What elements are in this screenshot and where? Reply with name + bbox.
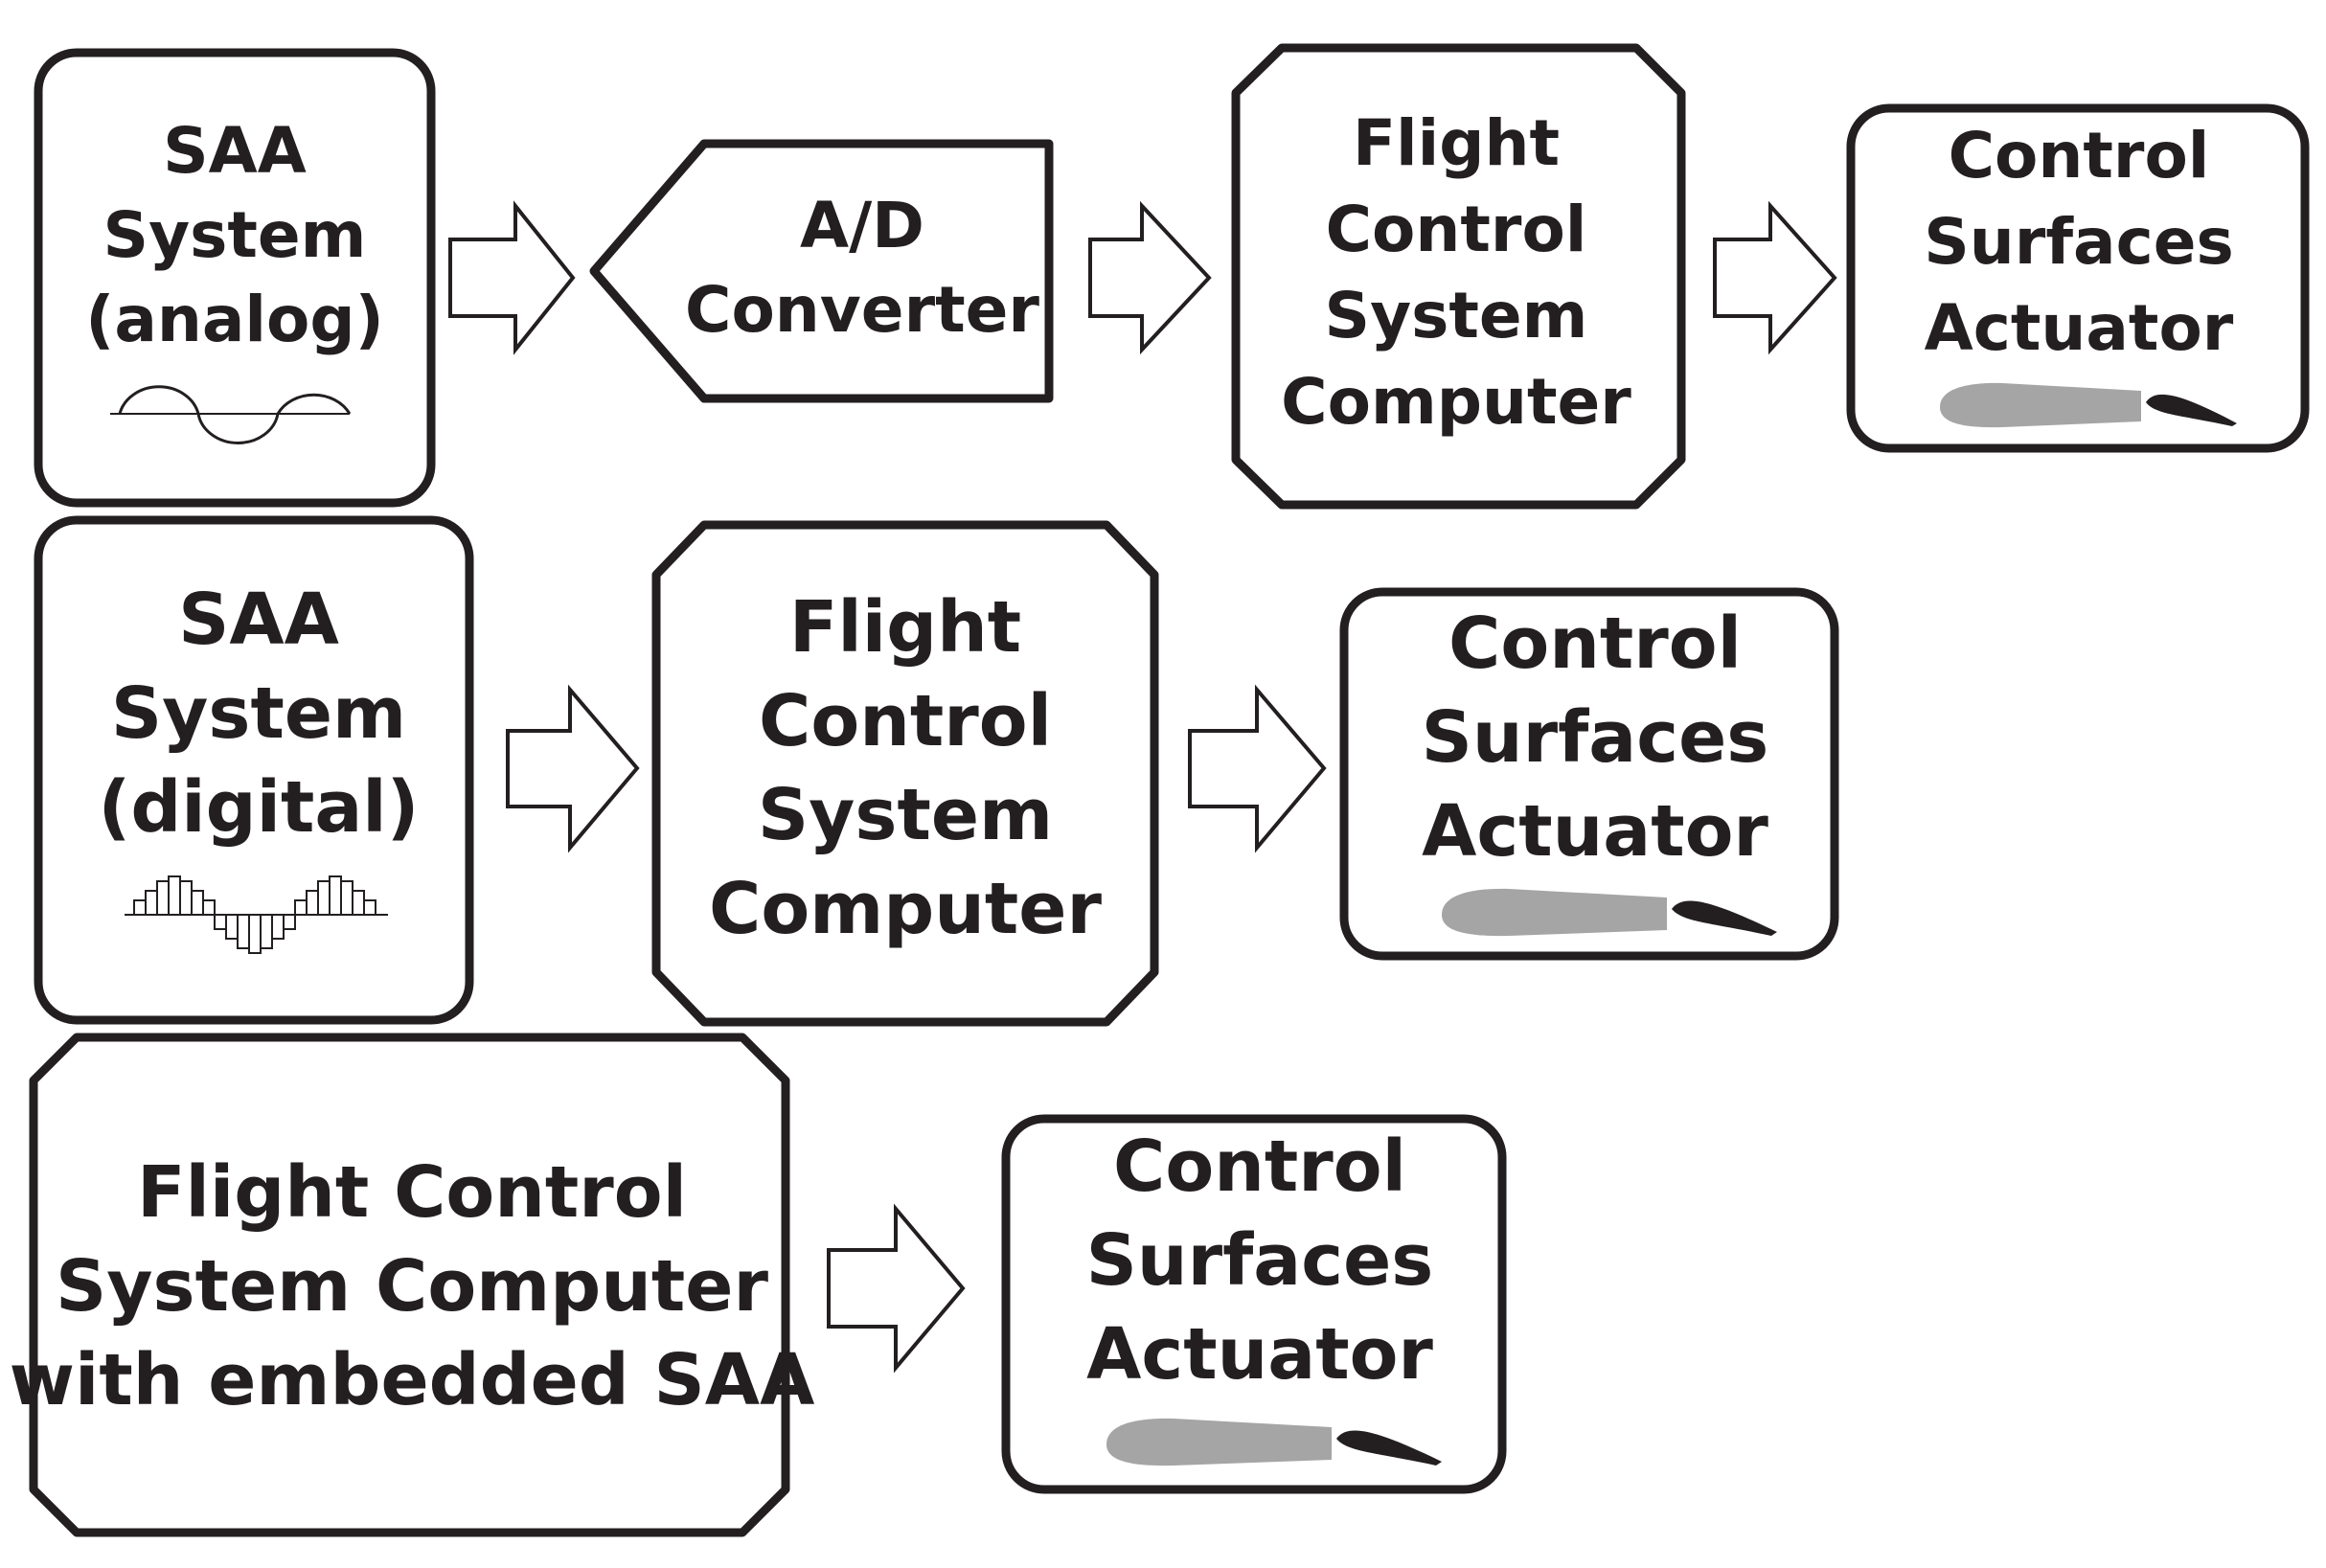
airfoil-icon [1442,888,1777,937]
node-ad-converter: A/D Converter [589,139,1054,403]
arrow-1a [448,200,576,355]
fcs-embedded-line-3: with embedded SAA [10,1339,815,1421]
actuator-2-box [1339,587,1839,961]
ad-converter-line-1: A/D [800,189,924,262]
digital-wave-icon [125,875,388,954]
saa-analog-box [34,48,436,508]
analog-wave-icon [110,385,352,444]
saa-digital-line-2: System [111,672,406,755]
actuator-3-line-1: Control [1113,1125,1406,1208]
arrow-1c [1713,200,1837,355]
fcs-embedded-line-2: System Computer [56,1245,768,1328]
ad-converter-line-2: Converter [685,273,1039,347]
node-fcs-computer-1: Flight Control System Computer [1231,43,1686,510]
arrow-2b [1188,684,1327,853]
actuator-2-line-3: Actuator [1422,790,1768,873]
fcs-embedded-line-1: Flight Control [137,1151,687,1234]
fcs-computer-1-line-2: Control [1326,193,1587,266]
actuator-1-line-3: Actuator [1925,291,2234,365]
node-actuator-2: Control Surfaces Actuator [1339,587,1839,961]
actuator-2-line-2: Surfaces [1422,696,1769,779]
actuator-3-line-2: Surfaces [1086,1219,1434,1302]
fcs-embedded-box [29,1033,790,1537]
fcs-computer-2-box [651,520,1159,1027]
actuator-1-box [1846,103,2310,453]
node-saa-analog: SAA System (analog) [34,48,436,508]
node-fcs-embedded: Flight Control System Computer with embe… [10,1033,815,1537]
fcs-computer-2-line-1: Flight [789,586,1021,669]
fcs-computer-2-line-4: Computer [709,868,1102,950]
actuator-3-box [1001,1114,1507,1494]
saa-analog-line-2: System [103,198,367,272]
actuator-2-line-1: Control [1448,602,1742,685]
actuator-3-line-3: Actuator [1086,1313,1433,1396]
node-fcs-computer-2: Flight Control System Computer [651,520,1159,1027]
fcs-computer-2-line-3: System [758,774,1053,856]
fcs-computer-1-line-4: Computer [1281,365,1631,439]
arrow-3a [827,1203,966,1374]
fcs-computer-1-box [1231,43,1686,510]
arrow-1b [1088,200,1212,355]
node-saa-digital: SAA System (digital) [34,515,474,1025]
fcs-computer-2-line-2: Control [759,680,1052,762]
arrow-2a [506,684,640,853]
node-actuator-3: Control Surfaces Actuator [1001,1114,1507,1494]
ad-converter-box [589,139,1054,403]
saa-analog-line-1: SAA [163,114,307,188]
actuator-1-line-2: Surfaces [1924,205,2234,279]
saa-digital-line-3: (digital) [99,766,420,849]
node-actuator-1: Control Surfaces Actuator [1846,103,2310,453]
fcs-computer-1-line-3: System [1325,279,1588,352]
fcs-computer-1-line-1: Flight [1353,106,1560,180]
actuator-1-line-1: Control [1949,119,2210,193]
airfoil-icon [1106,1418,1442,1466]
airfoil-icon [1940,382,2237,428]
saa-analog-line-3: (analog) [85,283,384,356]
saa-digital-line-1: SAA [178,579,339,661]
